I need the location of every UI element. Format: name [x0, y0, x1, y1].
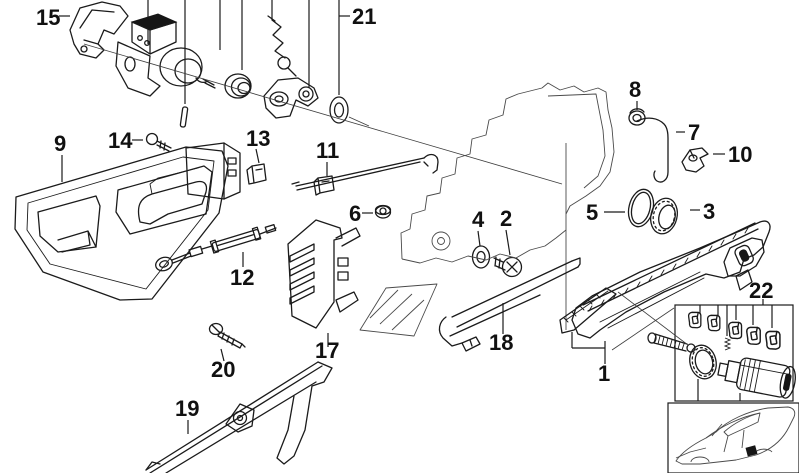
part-cylinder-spring-screw [647, 332, 696, 353]
callout-9[interactable]: 9 [54, 131, 66, 156]
part-link-rod-7 [636, 117, 669, 183]
part-threaded-collar-3 [650, 197, 678, 235]
door-panel-ghost [359, 82, 615, 337]
part-small-spring [723, 337, 732, 351]
cylinder-axis-line [617, 291, 689, 346]
kit-21-bracket-lines [147, 0, 350, 104]
part-nut-6 [374, 204, 392, 219]
kit-22-box [674, 299, 794, 402]
callout-12[interactable]: 12 [230, 265, 254, 290]
part-bowden-cable [155, 224, 277, 272]
callout-19[interactable]: 19 [175, 396, 199, 421]
callout-11[interactable]: 11 [316, 138, 339, 163]
part-clip-13 [246, 163, 267, 185]
callout-6[interactable]: 6 [349, 201, 361, 226]
callout-2[interactable]: 2 [500, 206, 512, 231]
part-torsion-spring [267, 15, 297, 77]
callout-22[interactable]: 22 [749, 278, 773, 303]
part-support-rail-19 [145, 361, 333, 473]
part-clip-11 [313, 175, 335, 196]
part-handle-gasket [559, 287, 617, 334]
part-screw-2 [493, 256, 523, 278]
callout-7[interactable]: 7 [688, 120, 700, 145]
part-carrier-bracket [69, 1, 129, 59]
part-grommet-8 [628, 108, 646, 126]
part-clip-nut-10 [681, 147, 709, 173]
part-lock-switch [115, 13, 178, 97]
callout-14[interactable]: 14 [108, 128, 133, 153]
part-handle-housing [185, 142, 241, 200]
part-outer-handle [571, 220, 771, 339]
part-gasket-strip-18 [438, 257, 581, 352]
part-interior-handle [14, 146, 229, 301]
part-cylinder-ring [689, 344, 717, 380]
part-key-code-clips [687, 310, 783, 351]
callout-1[interactable]: 1 [598, 361, 610, 386]
car-location-inset [667, 402, 799, 473]
callout-5[interactable]: 5 [586, 200, 598, 225]
part-pin [179, 106, 189, 128]
part-screw-20 [208, 322, 246, 349]
callout-13[interactable]: 13 [246, 126, 270, 151]
part-cam-disc [159, 47, 216, 89]
callout-18[interactable]: 18 [489, 330, 513, 355]
callout-17[interactable]: 17 [315, 338, 339, 363]
callout-1-bracket [571, 332, 606, 364]
handle-to-kit-line [611, 307, 675, 351]
leader-lines [59, 15, 725, 434]
part-lock-cylinder [717, 357, 796, 399]
washer-pointer-line [348, 116, 370, 127]
callout-4[interactable]: 4 [472, 207, 485, 232]
part-seal-ring-5 [627, 188, 655, 228]
part-coil-ring [224, 73, 252, 99]
part-snap-washer [329, 96, 349, 124]
callout-21[interactable]: 21 [352, 4, 376, 29]
part-screw-14 [145, 132, 172, 152]
callout-10[interactable]: 10 [728, 142, 752, 167]
callout-3[interactable]: 3 [703, 199, 715, 224]
location-marker [745, 445, 758, 457]
callout-20[interactable]: 20 [211, 357, 235, 382]
callout-8[interactable]: 8 [629, 77, 641, 102]
part-lock-actuator-17 [287, 219, 361, 329]
car-outline [675, 406, 796, 465]
assembly-axis-line [83, 43, 563, 185]
part-actuating-rod [291, 153, 439, 191]
part-washer-4 [471, 245, 491, 269]
callout-15[interactable]: 15 [36, 5, 60, 30]
part-lever [263, 77, 319, 119]
